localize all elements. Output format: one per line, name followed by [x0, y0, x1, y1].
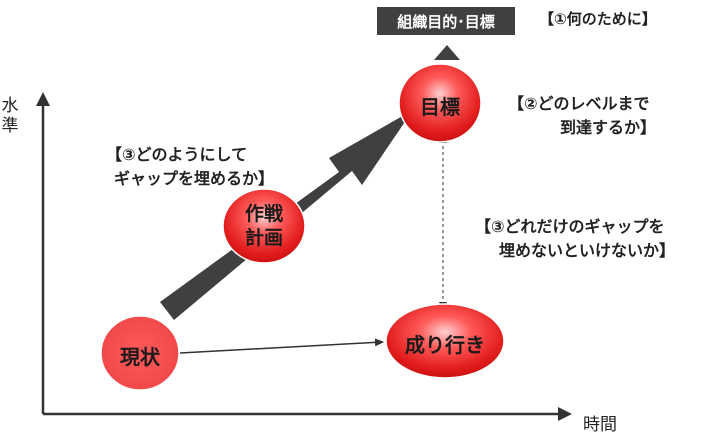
- y-axis-label-line1: 水: [1, 96, 19, 116]
- y-axis-label: 水 準: [0, 96, 20, 136]
- trend-arrow: [179, 338, 384, 354]
- goal-label: 目標: [420, 95, 460, 119]
- x-axis-arrowhead: [558, 407, 572, 421]
- purpose-triangle: [434, 45, 460, 60]
- trend-label: 成り行き: [405, 333, 485, 357]
- level-question-line1: 【②どのレベルまで: [508, 94, 650, 113]
- level-question-line2: 到達するか】: [560, 118, 657, 137]
- plan-label-line2: 計画: [244, 227, 283, 249]
- y-axis-arrowhead: [36, 92, 50, 106]
- trend-circle: [385, 303, 505, 379]
- plan-circle: [222, 188, 306, 264]
- plan-label-line1: 作戦: [244, 203, 283, 225]
- purpose-box: 組織目的･目標: [377, 7, 515, 35]
- how-question-line1: 【③どのようにして: [106, 145, 248, 164]
- how-question-line2: ギャップを埋めるか】: [114, 169, 275, 188]
- purpose-question: 【①何のために】: [539, 10, 657, 28]
- gap-question: 【③どれだけのギャップを 埋めないといけないか】: [475, 215, 675, 263]
- current-label: 現状: [120, 345, 160, 369]
- current-circle: [100, 315, 180, 391]
- y-axis-label-line2: 準: [1, 116, 19, 136]
- gap-question-line1: 【③どれだけのギャップを: [475, 217, 665, 236]
- how-question: 【③どのようにして ギャップを埋めるか】: [106, 143, 274, 191]
- goal-circle: [398, 63, 482, 143]
- plan-label: 作戦 計画: [224, 202, 304, 250]
- gap-question-line2: 埋めないといけないか】: [499, 241, 676, 260]
- level-question: 【②どのレベルまで 到達するか】: [508, 92, 656, 140]
- x-axis-label: 時間: [583, 415, 617, 435]
